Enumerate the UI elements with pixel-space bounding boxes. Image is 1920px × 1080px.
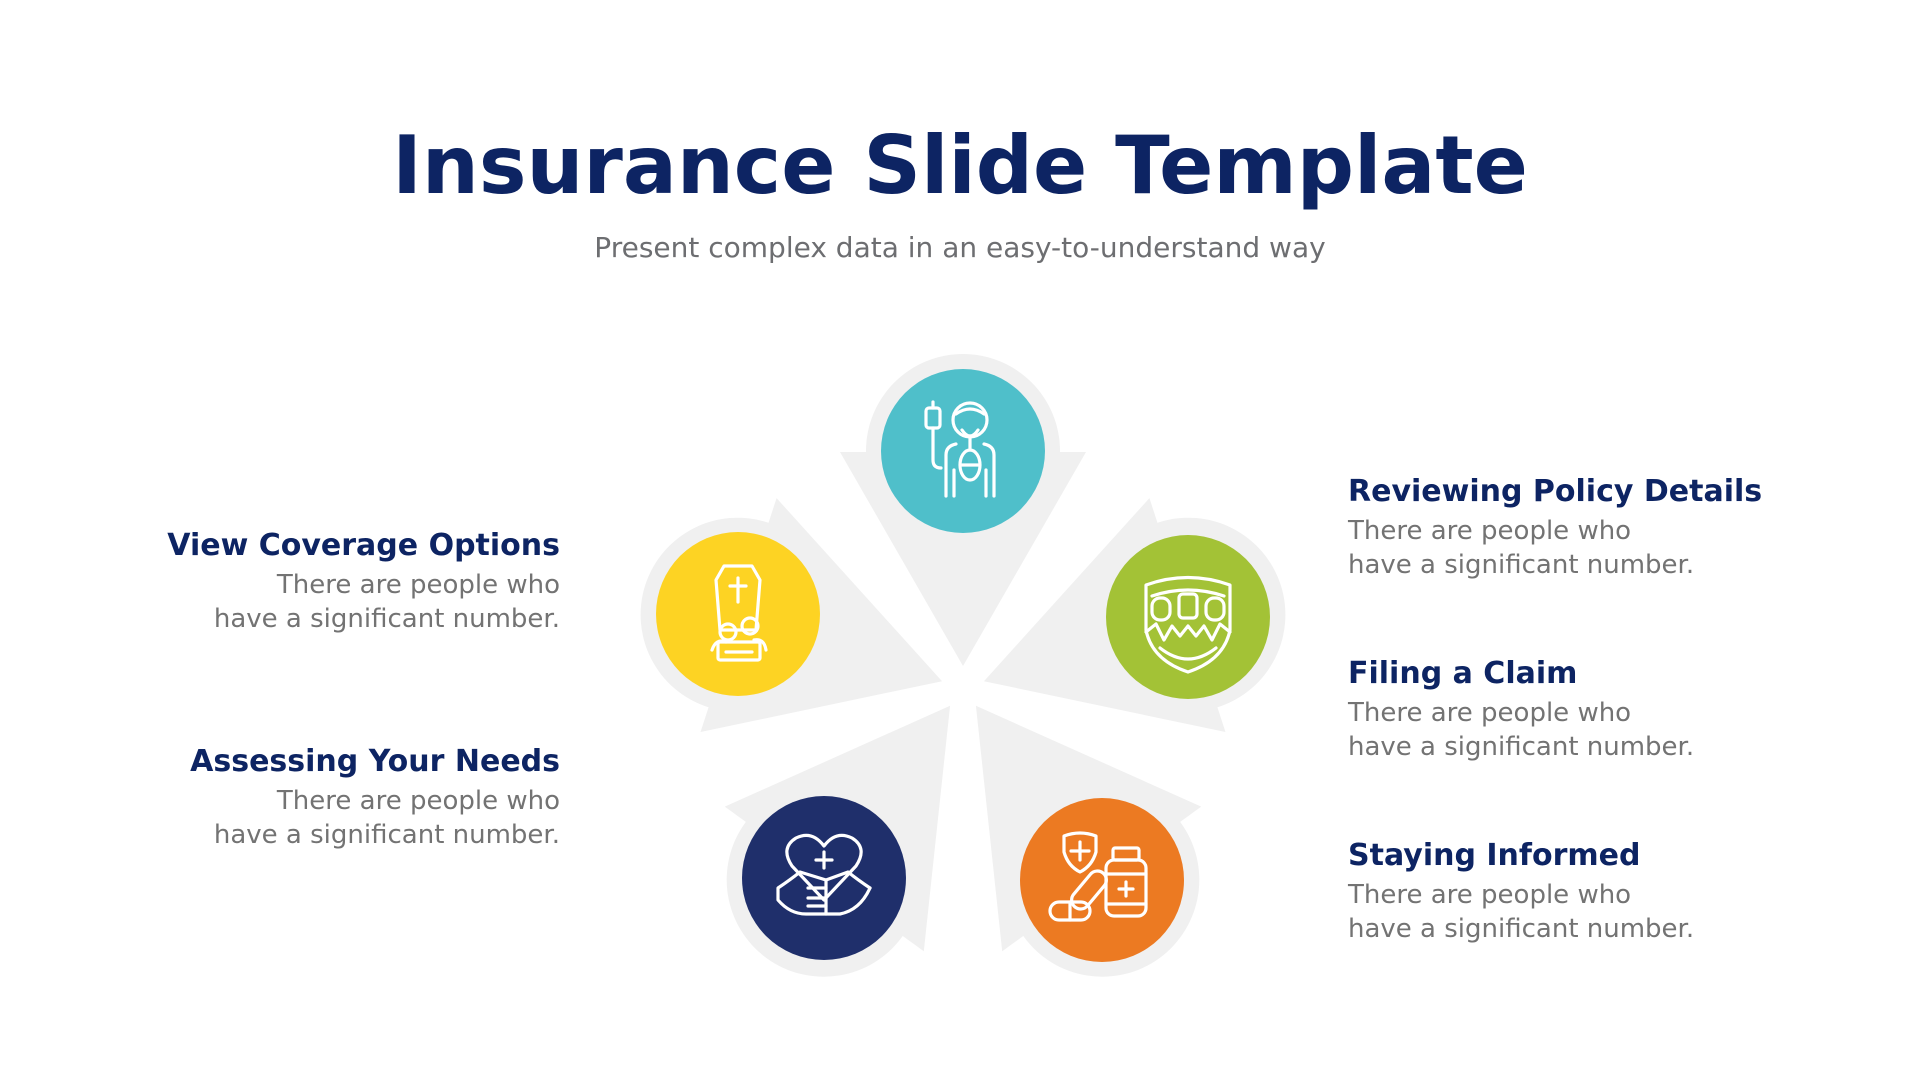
description-line: There are people who [276,786,560,816]
description-line: have a significant number. [213,820,560,850]
description-line: There are people who [276,570,560,600]
node-top-circle [881,369,1045,533]
item-filing-claim: Filing a Claim There are people who have… [1348,654,1768,764]
item-description: There are people who have a significant … [140,784,560,852]
description-line: There are people who [1348,516,1632,546]
item-assessing-needs: Assessing Your Needs There are people wh… [140,742,560,852]
node-upper-left-circle [656,532,820,696]
item-heading: Filing a Claim [1348,656,1578,691]
item-description: There are people who have a significant … [1348,696,1768,764]
medicine-pills-icon [1048,831,1148,922]
description-line: have a significant number. [213,604,560,634]
description-line: There are people who [1348,880,1632,910]
coffin-flowers-icon [710,564,768,662]
item-heading: Assessing Your Needs [190,744,560,779]
item-staying-informed: Staying Informed There are people who ha… [1348,836,1768,946]
family-shield-icon [1144,575,1232,674]
item-heading: Reviewing Policy Details [1348,474,1763,509]
item-description: There are people who have a significant … [1348,514,1768,582]
item-view-coverage: View Coverage Options There are people w… [140,526,560,636]
item-reviewing-policy: Reviewing Policy Details There are peopl… [1348,472,1768,582]
description-line: have a significant number. [1348,732,1695,762]
slide-subtitle: Present complex data in an easy-to-under… [594,231,1326,264]
description-line: have a significant number. [1348,914,1695,944]
hands-heart-care-icon [776,833,872,916]
slide-title: Insurance Slide Template [392,119,1528,212]
item-heading: View Coverage Options [167,528,560,563]
description-line: have a significant number. [1348,550,1695,580]
item-heading: Staying Informed [1348,838,1641,873]
item-description: There are people who have a significant … [140,568,560,636]
item-description: There are people who have a significant … [1348,878,1768,946]
patient-oxygen-icon [924,400,996,498]
node-lower-right-circle [1020,798,1184,962]
description-line: There are people who [1348,698,1632,728]
